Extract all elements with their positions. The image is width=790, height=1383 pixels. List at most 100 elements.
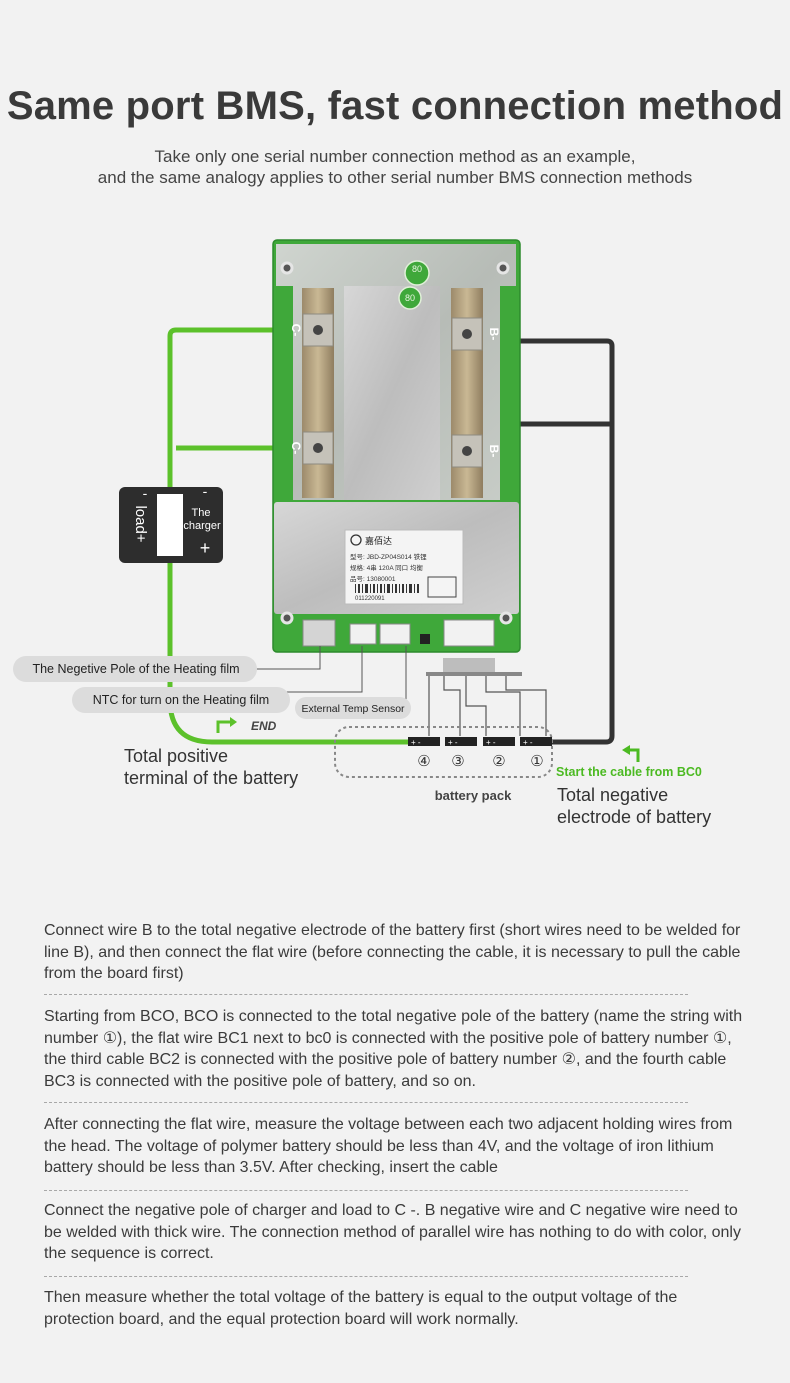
start-label: Start the cable from BC0 <box>556 765 702 779</box>
connector-heating <box>302 619 336 647</box>
load-charger-box: - load+ - The charger + <box>119 483 223 563</box>
instruction-1: Connect wire B to the total negative ele… <box>44 922 741 982</box>
instruction-5: Then measure whether the total voltage o… <box>44 1289 678 1328</box>
battery-pack-outline <box>334 726 553 778</box>
label-model: 型号: JBD-ZP04S014 铁锂 <box>350 552 427 561</box>
charger-minus: - <box>203 483 208 499</box>
load-box-divider <box>157 494 183 556</box>
sticker-80-top-text: 80 <box>412 264 422 274</box>
cable-plug <box>443 658 495 672</box>
screw <box>499 611 513 625</box>
charger-label-line-1: The <box>192 507 211 519</box>
terminal-bolt <box>462 446 472 456</box>
sticker-80-top <box>404 260 430 286</box>
terminals-right <box>451 288 483 498</box>
instruction-2: Starting from BCO, BCO is connected to t… <box>44 1008 743 1090</box>
bms-board: 80 80 C- C- B- B- 嘉佰达 型号: JBD-ZP04S014 铁… <box>272 239 521 653</box>
tag-heating-neg-bg <box>13 656 257 682</box>
page-subtitle: Take only one serial number connection m… <box>0 146 790 188</box>
battery-mark-icon <box>427 576 457 598</box>
label-brand: 嘉佰达 <box>365 535 392 546</box>
terminal-block <box>451 434 483 468</box>
label-barcode-number: 011220091 <box>355 596 385 602</box>
sticker-80-bottom <box>398 286 422 310</box>
battery-number-1: ① <box>530 753 543 770</box>
load-label: load+ <box>132 505 149 542</box>
terminal-bolt <box>313 443 323 453</box>
flat-cable <box>426 658 547 736</box>
start-arrow-head <box>622 745 630 755</box>
battery-cell-3: + - <box>445 737 477 747</box>
svg-text:+ -: + - <box>448 738 458 747</box>
battery-number-3: ③ <box>451 753 464 770</box>
instruction-3: After connecting the flat wire, measure … <box>44 1116 733 1176</box>
svg-text:+ -: + - <box>523 738 533 747</box>
instruction-4: Connect the negative pole of charger and… <box>44 1202 741 1262</box>
cable-wire-bc0 <box>485 676 521 736</box>
cable-wire-extra <box>505 676 547 736</box>
charger-label-line-2: charger <box>183 520 221 532</box>
pcb-edge <box>272 239 521 653</box>
negative-label-line-2: electrode of battery <box>557 807 711 827</box>
tag-ntc-bg <box>72 687 290 713</box>
black-wires <box>516 338 615 745</box>
separator <box>44 1102 688 1103</box>
battery-cells: + - + - + - + - <box>408 737 552 747</box>
positive-label-line-1: Total positive <box>124 746 228 766</box>
battery-cell-2: + - <box>483 737 515 747</box>
end-label: END <box>251 719 277 733</box>
bms-wiring-diagram: 80 80 C- C- B- B- 嘉佰达 型号: JBD-ZP04S014 铁… <box>13 239 711 827</box>
terminal-label-c-bottom: C- <box>289 442 303 455</box>
label-part: 品号: 13080001 <box>350 575 396 583</box>
subtitle-line-1: Take only one serial number connection m… <box>154 147 636 166</box>
green-wire-c1 <box>167 327 282 488</box>
tag-heating-neg: The Negetive Pole of the Heating film <box>32 662 239 676</box>
battery-cell-1: + - <box>520 737 552 747</box>
battery-pack-label: battery pack <box>435 788 512 803</box>
end-arrow-head <box>230 717 237 727</box>
leader-ntc <box>286 646 363 693</box>
battery-number-4: ④ <box>417 753 430 770</box>
charger-plus: + <box>200 538 211 558</box>
negative-label-line-1: Total negative <box>557 785 668 805</box>
terminal-label-b-top: B- <box>487 328 501 341</box>
screw <box>280 611 294 625</box>
cable-wire-bc1 <box>465 676 487 736</box>
brand-logo-icon <box>350 534 362 546</box>
start-arrow-icon <box>628 748 640 762</box>
tag-ext-temp: External Temp Sensor <box>301 703 405 715</box>
connector-cable <box>443 619 495 647</box>
connector-ntc <box>349 623 377 645</box>
svg-text:+ -: + - <box>486 738 496 747</box>
end-arrow-icon <box>216 720 232 733</box>
subtitle-line-2: and the same analogy applies to other se… <box>97 168 693 187</box>
positive-label-line-2: terminal of the battery <box>124 768 298 788</box>
battery-cell-4: + - <box>408 737 440 747</box>
page-title: Same port BMS, fast connection method <box>6 84 784 128</box>
svg-text:+ -: + - <box>411 738 421 747</box>
separator <box>44 1276 688 1277</box>
heatsink-center <box>344 286 440 500</box>
battery-number-2: ② <box>492 753 505 770</box>
load-minus: - <box>143 485 148 501</box>
label-spec: 规格: 4串 120A 同口 均衡 <box>350 563 423 572</box>
terminal-label-c-top: C- <box>289 324 303 337</box>
terminal-label-b-bottom: B- <box>487 445 501 458</box>
terminals-left <box>302 288 334 498</box>
terminal-bolt <box>313 325 323 335</box>
separator <box>44 994 688 995</box>
cable-wire-bc2 <box>443 676 461 736</box>
leader-heating <box>252 646 321 670</box>
black-wire-b1 <box>516 338 615 745</box>
connector-small <box>420 634 430 644</box>
sticker-80-bottom-text: 80 <box>405 293 415 303</box>
leader-lines <box>252 646 407 705</box>
screw <box>280 261 294 275</box>
tag-ntc: NTC for turn on the Heating film <box>93 693 269 707</box>
screws <box>280 261 513 625</box>
screw <box>496 261 510 275</box>
separator <box>44 1190 688 1191</box>
connector-temp <box>379 623 411 645</box>
barcode <box>355 584 419 593</box>
tag-ext-temp-bg <box>295 697 411 719</box>
